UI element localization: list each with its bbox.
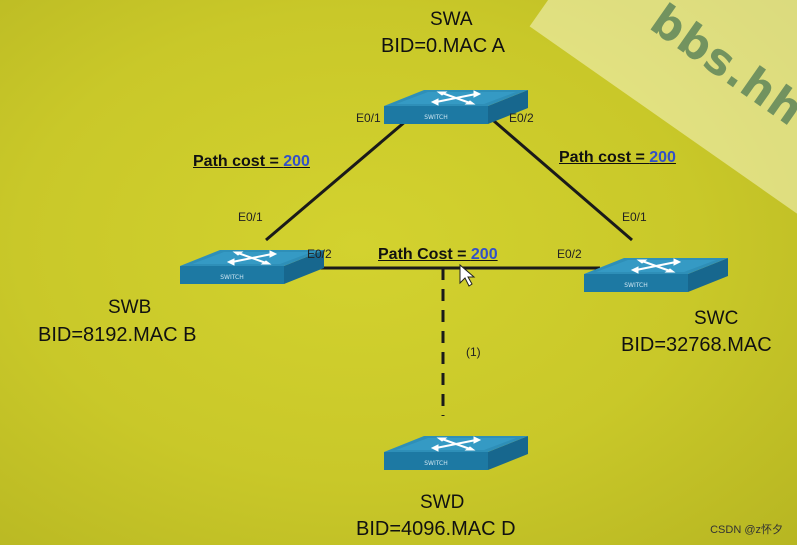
link-swa-swc [486, 113, 633, 242]
path-cost-swa-swb: Path cost = 200 [193, 153, 310, 171]
path-cost-text: Path cost = [193, 153, 284, 170]
swc-bid: BID=32768.MAC [621, 334, 772, 356]
mouse-pointer-icon [459, 263, 476, 287]
switch-face-label: SWITCH [220, 274, 244, 281]
swa-bid: BID=0.MAC A [381, 35, 505, 57]
switch-swc-icon[interactable]: SWITCH [583, 257, 729, 293]
swd-bid: BID=4096.MAC D [356, 518, 516, 540]
port-swb-e02: E0/2 [307, 247, 332, 261]
port-swa-e02: E0/2 [509, 111, 534, 125]
switch-face-label: SWITCH [624, 282, 648, 289]
path-cost-swb-swc: Path Cost = 200 [378, 246, 498, 264]
port-swa-e01: E0/1 [356, 111, 381, 125]
swb-bid: BID=8192.MAC B [38, 324, 197, 346]
switch-face-label: SWITCH [424, 460, 448, 467]
swc-name: SWC [694, 308, 739, 329]
path-cost-value: 200 [649, 149, 676, 166]
path-cost-value: 200 [283, 153, 310, 170]
switch-swa-icon[interactable]: SWITCH [383, 89, 529, 125]
swd-name: SWD [420, 492, 465, 513]
path-cost-text: Path Cost = [378, 246, 471, 263]
path-cost-value: 200 [470, 246, 498, 263]
swa-name: SWA [430, 9, 473, 30]
path-cost-swa-swc: Path cost = 200 [559, 149, 676, 167]
switch-face-label: SWITCH [424, 114, 448, 121]
port-swc-e01: E0/1 [622, 210, 647, 224]
port-swb-e01: E0/1 [238, 210, 263, 224]
switch-swb-icon[interactable]: SWITCH [179, 249, 325, 285]
new-link-note: (1) [466, 345, 481, 359]
swb-name: SWB [108, 297, 152, 318]
csdn-author-footer: CSDN @z怀夕 [710, 524, 783, 536]
path-cost-text: Path cost = [559, 149, 650, 166]
link-swa-swb [265, 113, 414, 242]
switch-swd-icon[interactable]: SWITCH [383, 435, 529, 471]
port-swc-e02: E0/2 [557, 247, 582, 261]
